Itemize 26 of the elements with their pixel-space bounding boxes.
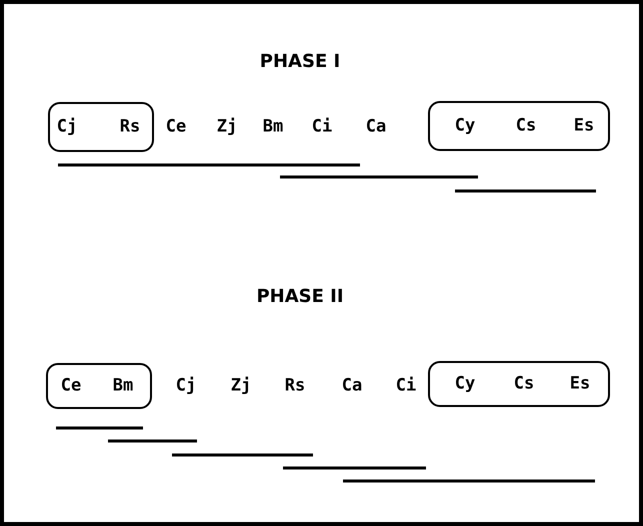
group-code: Ce [166,118,186,136]
group-code: Rs [120,118,140,135]
group-code: Bm [112,377,134,394]
group-outline [428,101,610,151]
group-code: Cy [454,117,476,134]
phase-heading: PHASE II [256,288,344,306]
group-code: Ci [396,378,416,394]
group-code: Cs [516,117,536,134]
group-code: Cy [454,375,476,392]
group-code: Zj [230,378,252,394]
group-code: Cj [56,118,78,135]
group-code: Ci [312,118,332,136]
group-code: Cj [176,378,196,394]
group-code: Rs [284,378,306,394]
group-code: Es [574,117,594,134]
group-outline [428,361,610,407]
group-code: Es [570,375,590,392]
group-code: Cs [514,375,534,392]
phase-heading: PHASE I [260,53,340,71]
group-code: Ce [60,377,82,394]
group-code: Ca [366,118,386,136]
group-code: Zj [216,118,238,136]
group-outline [46,363,152,409]
group-code: Ca [342,378,362,394]
group-code: Bm [262,118,284,136]
group-outline [48,102,154,152]
